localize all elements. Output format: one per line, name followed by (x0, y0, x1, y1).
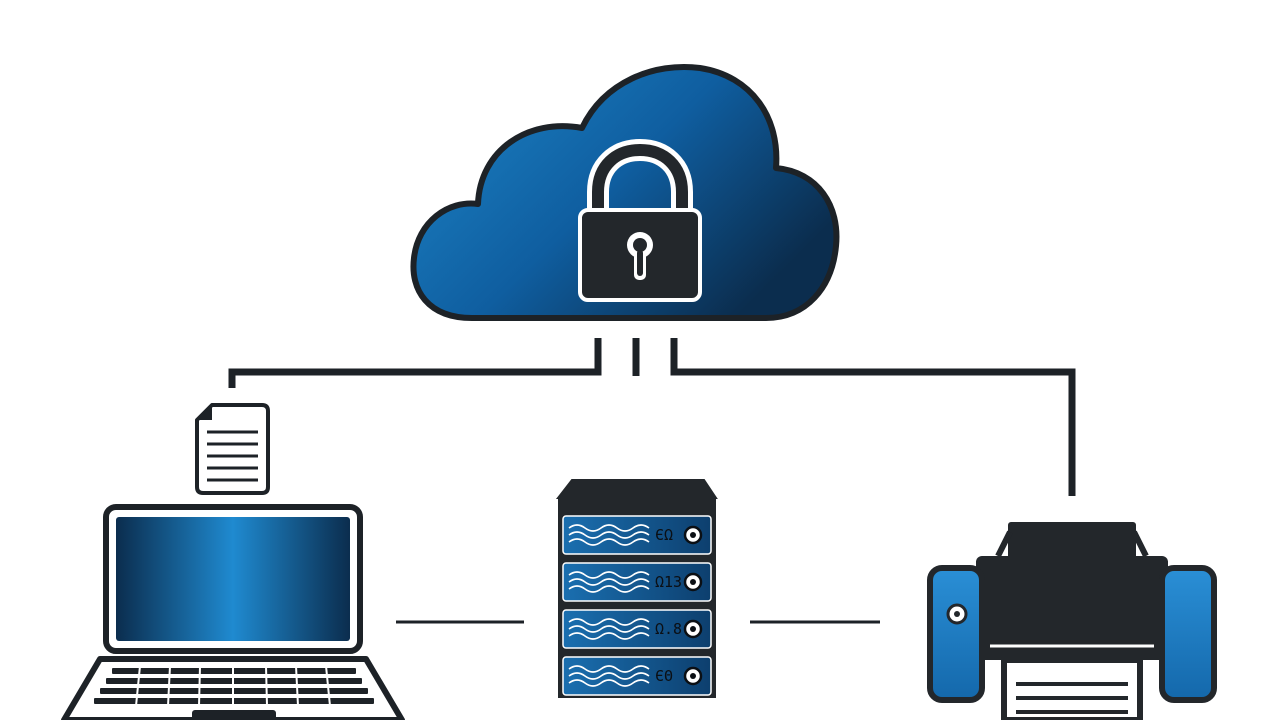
printer-body (976, 556, 1168, 660)
server-unit-cables (568, 618, 650, 640)
laptop-screen (116, 517, 350, 641)
server-unit-cables (568, 571, 650, 593)
printer-paper-tray-in (1008, 522, 1136, 562)
connection-lines (228, 338, 1076, 624)
printer-icon (927, 522, 1217, 720)
server-unit-cables (568, 665, 650, 687)
padlock-icon (578, 138, 702, 302)
link-cloud-to-printer (670, 338, 1076, 496)
document-icon (195, 403, 270, 495)
server-unit-label: ЄΘ (655, 667, 673, 685)
server-unit: ЄΩ (562, 515, 712, 555)
printer-left-panel (927, 565, 985, 703)
server-unit-label: ЄΩ (655, 526, 673, 544)
printer-right-panel (1159, 565, 1217, 703)
laptop-icon (61, 504, 405, 720)
server-unit: Ω13 (562, 562, 712, 602)
server-top (555, 479, 718, 499)
server-unit: ЄΘ (562, 656, 712, 696)
cloud-icon (410, 64, 840, 321)
laptop-touchpad (192, 710, 276, 720)
server-unit: Ω.8 (562, 609, 712, 649)
server-unit-cables (568, 524, 650, 546)
link-cloud-to-laptop (228, 338, 602, 388)
printer-paper-out (1001, 657, 1143, 720)
server-unit-label: Ω13 (655, 573, 682, 591)
server-unit-label: Ω.8 (655, 620, 682, 638)
